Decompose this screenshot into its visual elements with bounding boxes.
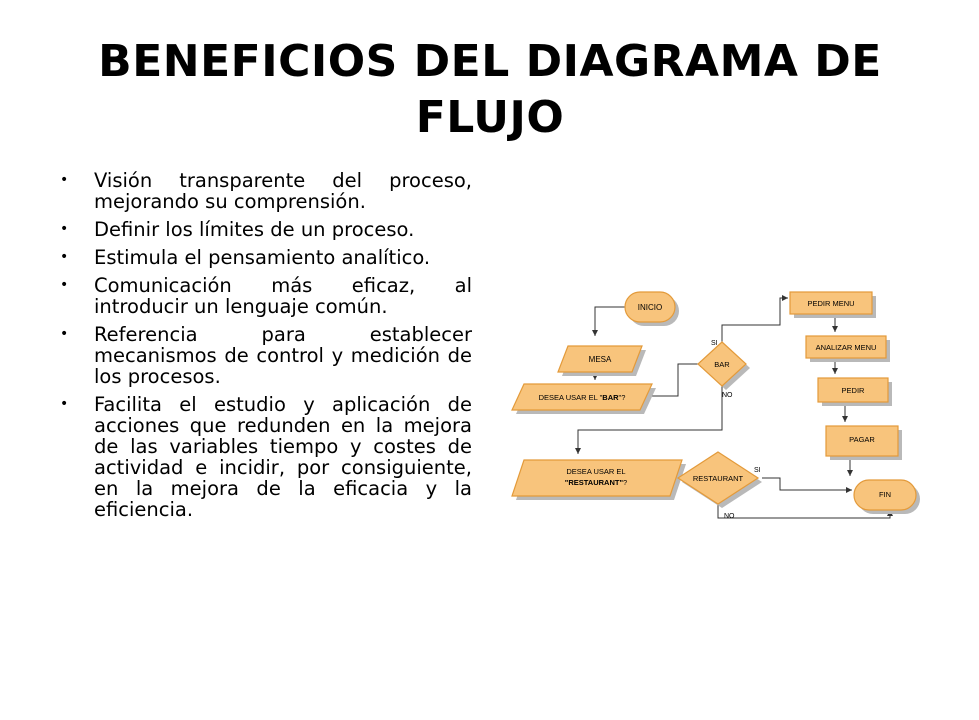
restaurant-decision-node: RESTAURANT: [676, 451, 762, 508]
slide-title: BENEFICIOS DEL DIAGRAMA DE FLUJO: [40, 34, 940, 146]
bar-decision-label: BAR: [714, 360, 730, 369]
analizar-menu-node: ANALIZAR MENU: [805, 335, 890, 362]
inicio-node: INICIO: [624, 291, 679, 326]
fin-node: FIN: [853, 479, 920, 514]
desea-restaurant-label-line2: "RESTAURANT"?: [565, 478, 627, 487]
restaurant-decision-label: RESTAURANT: [693, 474, 744, 483]
pedir-menu-label: PEDIR MENU: [807, 299, 854, 308]
benefit-text: Referencia para establecer mecanismos de…: [94, 323, 472, 388]
benefits-list: • Visión transparente del proceso, mejora…: [58, 170, 472, 527]
mesa-node: MESA: [557, 345, 646, 376]
slide-title-line-1: BENEFICIOS DEL DIAGRAMA DE: [98, 36, 882, 87]
benefit-item: • Referencia para establecer mecanismos d…: [58, 324, 472, 387]
benefit-item: • Visión transparente del proceso, mejora…: [58, 170, 472, 212]
desea-restaurant-node: DESEA USAR EL "RESTAURANT"?: [511, 459, 686, 500]
inicio-label: INICIO: [638, 303, 662, 312]
bar-no-label: NO: [722, 392, 733, 399]
desea-restaurant-label-line1: DESEA USAR EL: [566, 467, 625, 476]
benefit-text: Facilita el estudio y aplicación de acci…: [94, 393, 472, 521]
desea-bar-label: DESEA USAR EL "BAR"?: [539, 393, 626, 402]
restaurant-no-label: NO: [724, 513, 735, 520]
bullet-dot-icon: •: [60, 221, 69, 237]
benefit-item: • Facilita el estudio y aplicación de acc…: [58, 394, 472, 520]
fin-label: FIN: [879, 490, 891, 499]
pagar-node: PAGAR: [825, 425, 902, 460]
desea-bar-node: DESEA USAR EL "BAR"?: [511, 383, 656, 414]
pedir-label: PEDIR: [842, 386, 866, 395]
benefit-item: • Estimula el pensamiento analítico.: [58, 247, 472, 268]
benefit-item: • Comunicación más eficaz, al introducir …: [58, 275, 472, 317]
pedir-node: PEDIR: [817, 377, 892, 406]
pagar-label: PAGAR: [849, 435, 875, 444]
analizar-menu-label: ANALIZAR MENU: [816, 343, 877, 352]
bar-si-label: SI: [711, 340, 718, 347]
benefit-text: Visión transparente del proceso, mejoran…: [94, 169, 472, 213]
benefit-text: Definir los límites de un proceso.: [94, 218, 415, 241]
bullet-dot-icon: •: [60, 172, 69, 188]
mesa-label: MESA: [589, 355, 612, 364]
benefit-text: Comunicación más eficaz, al introducir u…: [94, 274, 472, 318]
flowchart-diagram: INICIO MESA DESEA USAR EL "BAR"? BAR DES…: [511, 291, 920, 520]
benefit-text: Estimula el pensamiento analítico.: [94, 246, 431, 269]
benefit-item: • Definir los límites de un proceso.: [58, 219, 472, 240]
bullet-dot-icon: •: [60, 396, 69, 412]
bar-decision-node: BAR: [697, 341, 750, 390]
slide-title-line-2: FLUJO: [415, 92, 565, 143]
bullet-dot-icon: •: [60, 326, 69, 342]
restaurant-si-label: SI: [754, 467, 761, 474]
bullet-dot-icon: •: [60, 277, 69, 293]
bullet-dot-icon: •: [60, 249, 69, 265]
pedir-menu-node: PEDIR MENU: [789, 291, 876, 318]
